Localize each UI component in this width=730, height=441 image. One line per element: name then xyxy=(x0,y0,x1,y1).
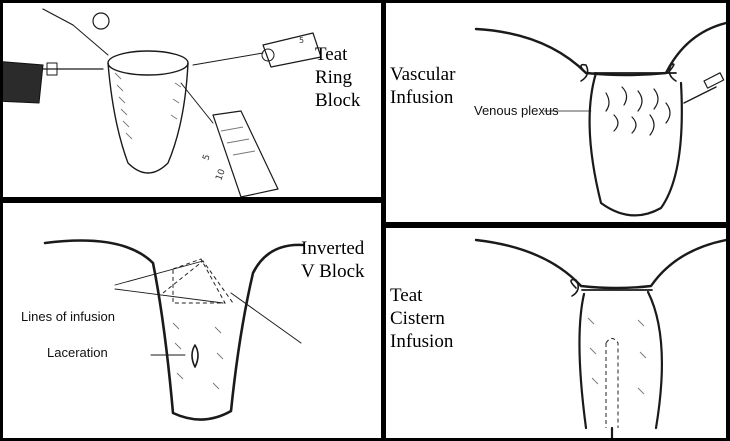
caption-line: Inverted xyxy=(301,238,365,259)
syringe-right: 5 xyxy=(192,32,322,68)
teat-outline xyxy=(588,71,683,217)
caption-teat-cistern-infusion: Teat Cistern Infusion xyxy=(390,284,453,353)
panel-vascular-infusion: Vascular Infusion Venous plexus xyxy=(386,3,726,222)
teat-ring-block-illustration: 5 5 10 xyxy=(3,8,322,197)
teat-opening xyxy=(107,50,189,76)
teat-wall-right xyxy=(646,290,664,430)
cannula-outline xyxy=(605,338,619,428)
caption-line: Teat xyxy=(315,44,348,65)
inverted-v-block-illustration xyxy=(43,239,305,421)
tourniquet-knot-left xyxy=(580,63,589,82)
udder-contour xyxy=(474,238,726,290)
panel-teat-cistern-infusion: Teat Cistern Infusion xyxy=(386,228,726,438)
tourniquet-knot xyxy=(570,278,580,297)
laceration-mark xyxy=(191,344,199,368)
udder-contour xyxy=(474,21,726,77)
syringe-bottom: 5 10 xyxy=(180,82,279,197)
needle-hub xyxy=(703,72,725,89)
teat-shading xyxy=(114,72,182,140)
leader-line xyxy=(114,288,224,304)
teat-cistern-infusion-illustration xyxy=(474,238,726,438)
syringe-scale-mark: 10 xyxy=(214,168,227,182)
caption-teat-ring-block: Teat Ring Block xyxy=(315,43,360,112)
label-lines-of-infusion: Lines of infusion xyxy=(21,309,115,324)
caption-line: Infusion xyxy=(390,331,454,352)
caption-line: Teat xyxy=(390,285,423,306)
teat-outline xyxy=(107,62,189,174)
infusion-needle xyxy=(683,86,717,104)
teat-shading xyxy=(172,322,224,390)
caption-line: Ring xyxy=(315,67,352,88)
caption-line: Infusion xyxy=(390,87,454,108)
leader-line xyxy=(114,260,204,286)
syringe-scale-mark: 5 xyxy=(299,36,304,45)
panel-teat-ring-block: 5 5 10 Teat Ring Block xyxy=(3,3,381,197)
inverted-v-block-lines xyxy=(172,258,226,304)
teat-shading xyxy=(587,317,647,395)
venous-plexus xyxy=(605,86,671,136)
caption-line: V Block xyxy=(301,261,365,282)
syringe-scale-mark: 5 xyxy=(201,153,212,162)
caption-line: Cistern xyxy=(390,308,445,329)
label-laceration: Laceration xyxy=(47,345,108,360)
syringe-top-left xyxy=(42,8,110,56)
caption-vascular-infusion: Vascular Infusion xyxy=(390,63,455,109)
vascular-infusion-illustration xyxy=(474,21,726,217)
syringe-left xyxy=(3,61,104,104)
teat-wall-left xyxy=(578,292,588,430)
teat-outline xyxy=(43,239,305,421)
tourniquet-knot-right xyxy=(667,63,677,82)
panel-inverted-v-block: Inverted V Block Lines of infusion Lacer… xyxy=(3,203,381,438)
caption-line: Vascular xyxy=(390,64,456,85)
caption-inverted-v-block: Inverted V Block xyxy=(301,237,365,283)
label-venous-plexus: Venous plexus xyxy=(474,103,559,118)
infusion-needle xyxy=(230,292,302,344)
caption-line: Block xyxy=(315,90,361,111)
